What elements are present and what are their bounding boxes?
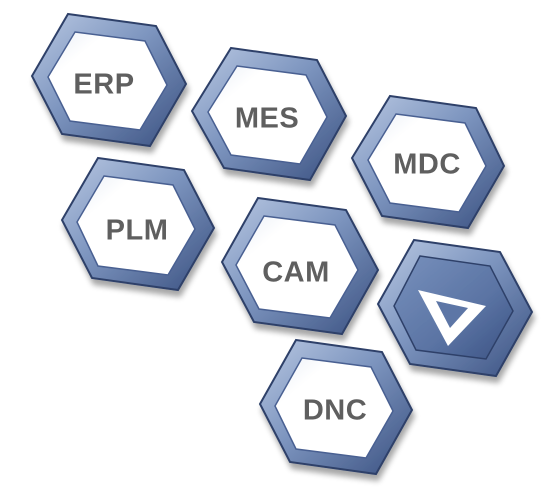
hex-label-cam: CAM <box>262 257 330 289</box>
hex-label-mdc: MDC <box>393 149 461 181</box>
hex-label-dnc: DNC <box>303 395 367 427</box>
hex-erp: ERP <box>30 12 188 148</box>
hex-inner <box>47 31 168 131</box>
hex-inner <box>274 357 394 459</box>
hex-mes: MES <box>190 46 348 182</box>
hex-plm: PLM <box>60 156 216 292</box>
hex-logo <box>376 238 534 378</box>
hex-mdc: MDC <box>350 94 506 230</box>
hex-label-plm: PLM <box>106 215 169 247</box>
hex-inner <box>207 65 328 165</box>
hex-inner <box>76 175 196 276</box>
triangle-logo-icon <box>418 290 486 346</box>
hex-dnc: DNC <box>258 338 414 476</box>
hex-inner <box>367 113 487 213</box>
hex-label-mes: MES <box>235 103 299 135</box>
hex-label-erp: ERP <box>73 69 134 101</box>
hex-cam: CAM <box>220 196 380 336</box>
hex-inner <box>235 215 359 319</box>
